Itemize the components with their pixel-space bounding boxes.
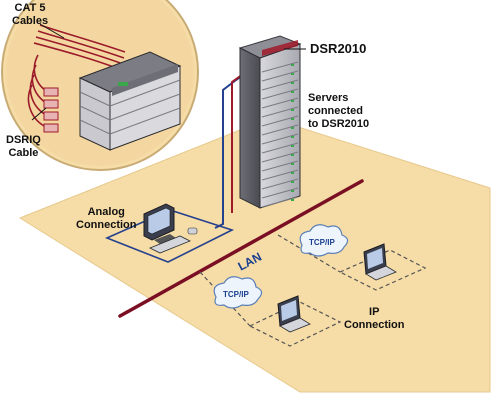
tcpip-left-label: TCP/IP [223, 290, 249, 299]
server-led-icon [291, 64, 294, 66]
server-unit-divider [261, 106, 299, 118]
cat5-label: CAT 5 Cables [12, 2, 48, 28]
server-led-icon [291, 181, 294, 183]
server-unit-divider [261, 151, 299, 163]
server-unit-divider [261, 169, 299, 181]
analog-label: Analog Connection [76, 206, 137, 232]
server-rack-icon [238, 35, 302, 209]
server-unit-divider [261, 88, 299, 100]
ip-laptop-left-icon [277, 295, 311, 333]
server-unit-divider [261, 196, 299, 208]
server-unit-divider [261, 115, 299, 127]
server-unit-divider [261, 61, 299, 73]
dsriq-label-line2: Cable [8, 147, 39, 159]
analog-monitor-icon [143, 203, 176, 244]
ip-connection-label: IP Connection [344, 306, 405, 332]
server-led-icon [291, 136, 294, 138]
floor-plane [18, 117, 491, 393]
server-led-icon [291, 82, 294, 84]
cat5-label-line2: Cables [12, 15, 49, 27]
server-led-icon [291, 172, 294, 174]
server-led-icon [291, 91, 294, 93]
server-led-icon [291, 127, 294, 129]
server-led-icon [291, 145, 294, 147]
server-unit-divider [261, 178, 299, 190]
ip-label-line2: Connection [344, 319, 405, 331]
server-unit-divider [261, 160, 299, 172]
cat5-label-line1: CAT 5 [14, 2, 46, 14]
server-led-icon [291, 118, 294, 120]
server-unit-divider [261, 142, 299, 154]
server-led-icon [291, 163, 294, 165]
tcpip-cloud-right [299, 224, 349, 257]
analog-label-line1: Analog [87, 206, 125, 218]
tcpip-right-label: TCP/IP [309, 238, 335, 247]
analog-keyboard-icon [149, 227, 198, 254]
ip-laptop-right-icon [363, 243, 397, 281]
analog-label-line2: Connection [76, 219, 137, 231]
dsr2010-label: DSR2010 [310, 41, 367, 56]
servers-label-line2: connected [308, 105, 364, 117]
server-led-icon [291, 190, 294, 192]
rack-detail-inset [1, 0, 199, 171]
servers-label: Servers connected to DSR2010 [308, 92, 369, 131]
server-led-icon [291, 100, 294, 102]
server-unit-divider [261, 124, 299, 136]
lan-backbone-line [118, 179, 364, 318]
dsriq-label-line1: DSRIQ [6, 134, 41, 146]
server-led-icon [291, 73, 294, 75]
server-led-icon [291, 199, 294, 201]
server-led-icon [291, 154, 294, 156]
server-unit-divider [261, 133, 299, 145]
ip-label-line1: IP [369, 306, 380, 318]
server-unit-divider [261, 70, 299, 82]
server-led-icon [291, 109, 294, 111]
server-unit-divider [261, 79, 299, 91]
tcpip-cloud-left [213, 276, 263, 309]
dsriq-label: DSRIQ Cable [6, 134, 41, 160]
servers-label-line3: to DSR2010 [308, 118, 370, 130]
server-unit-divider [261, 97, 299, 109]
server-unit-divider [261, 187, 299, 199]
servers-label-line1: Servers [308, 92, 349, 104]
